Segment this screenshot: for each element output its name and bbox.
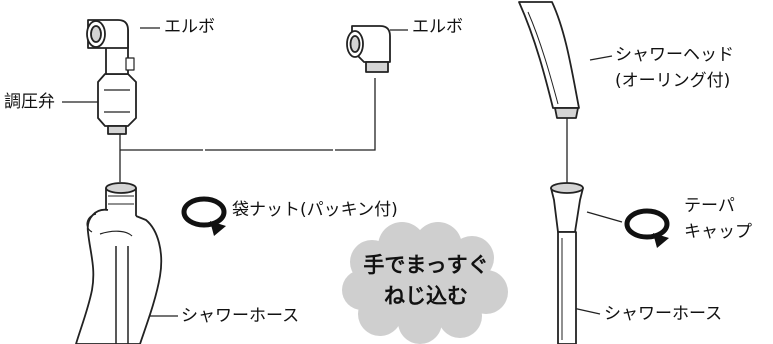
- label-elbow-right: エルボ: [412, 17, 463, 37]
- cloud-bubble-icon: [342, 222, 508, 344]
- rotation-arrow-right: [624, 208, 670, 248]
- regulator-valve-body: [97, 73, 137, 127]
- hand-fingers: [86, 213, 133, 237]
- instruction-line2: ねじ込む: [384, 284, 468, 308]
- instruction-line1: 手でまっすぐ: [363, 253, 489, 277]
- shower-head-part: [518, 1, 580, 119]
- elbow-right-thread: [365, 61, 389, 73]
- cap-nut-grip: [108, 195, 134, 205]
- hand-and-cap-nut: [75, 182, 163, 344]
- label-shower-head-line1: シャワーヘッド: [615, 45, 734, 65]
- leader-hose-right: [572, 307, 601, 315]
- elbow-left-opening: [90, 25, 102, 43]
- rotation-arrow-icon: [624, 208, 670, 240]
- regulator-valve-bands: [104, 89, 130, 113]
- elbow-left-nub: [125, 57, 135, 71]
- rotation-arrow-head-icon: [653, 233, 669, 248]
- taper-cap-part: [550, 182, 584, 344]
- cap-nut-top: [105, 182, 137, 194]
- label-hose-right: シャワーホース: [604, 304, 723, 324]
- shower-head-thread: [554, 107, 579, 119]
- label-shower-head-line2: (オーリング付): [615, 71, 731, 91]
- elbow-right-part: [346, 25, 391, 73]
- leader-taper-cap: [586, 211, 623, 223]
- connection-line-right: [120, 78, 376, 151]
- rotation-arrow-left: [181, 196, 227, 236]
- leader-shower-head: [589, 55, 613, 61]
- taper-cap-body: [550, 187, 584, 233]
- hand-outline: [75, 208, 163, 344]
- label-taper-cap-line1: テーパ: [684, 196, 735, 216]
- elbow-right-opening: [349, 35, 361, 53]
- rotation-arrow-head-icon: [210, 221, 226, 236]
- label-regulator-valve: 調圧弁: [4, 92, 55, 112]
- dash-gaps: [203, 147, 335, 153]
- label-elbow-left: エルボ: [164, 17, 215, 37]
- shower-head-highlight: [527, 11, 559, 105]
- shower-head-handle: [518, 1, 580, 109]
- line-breaks: [203, 147, 335, 153]
- rotation-arrow-icon: [181, 196, 227, 228]
- label-cap-nut: 袋ナット(パッキン付): [232, 200, 398, 220]
- regulator-valve-assembly: [86, 19, 137, 135]
- regulator-valve-thread: [107, 125, 127, 135]
- taper-cap-top: [550, 182, 584, 194]
- label-hose-left: シャワーホース: [181, 306, 300, 326]
- hose-left-tube: [115, 246, 129, 344]
- label-taper-cap-line2: キャップ: [684, 222, 752, 242]
- hose-right-tube: [557, 231, 577, 344]
